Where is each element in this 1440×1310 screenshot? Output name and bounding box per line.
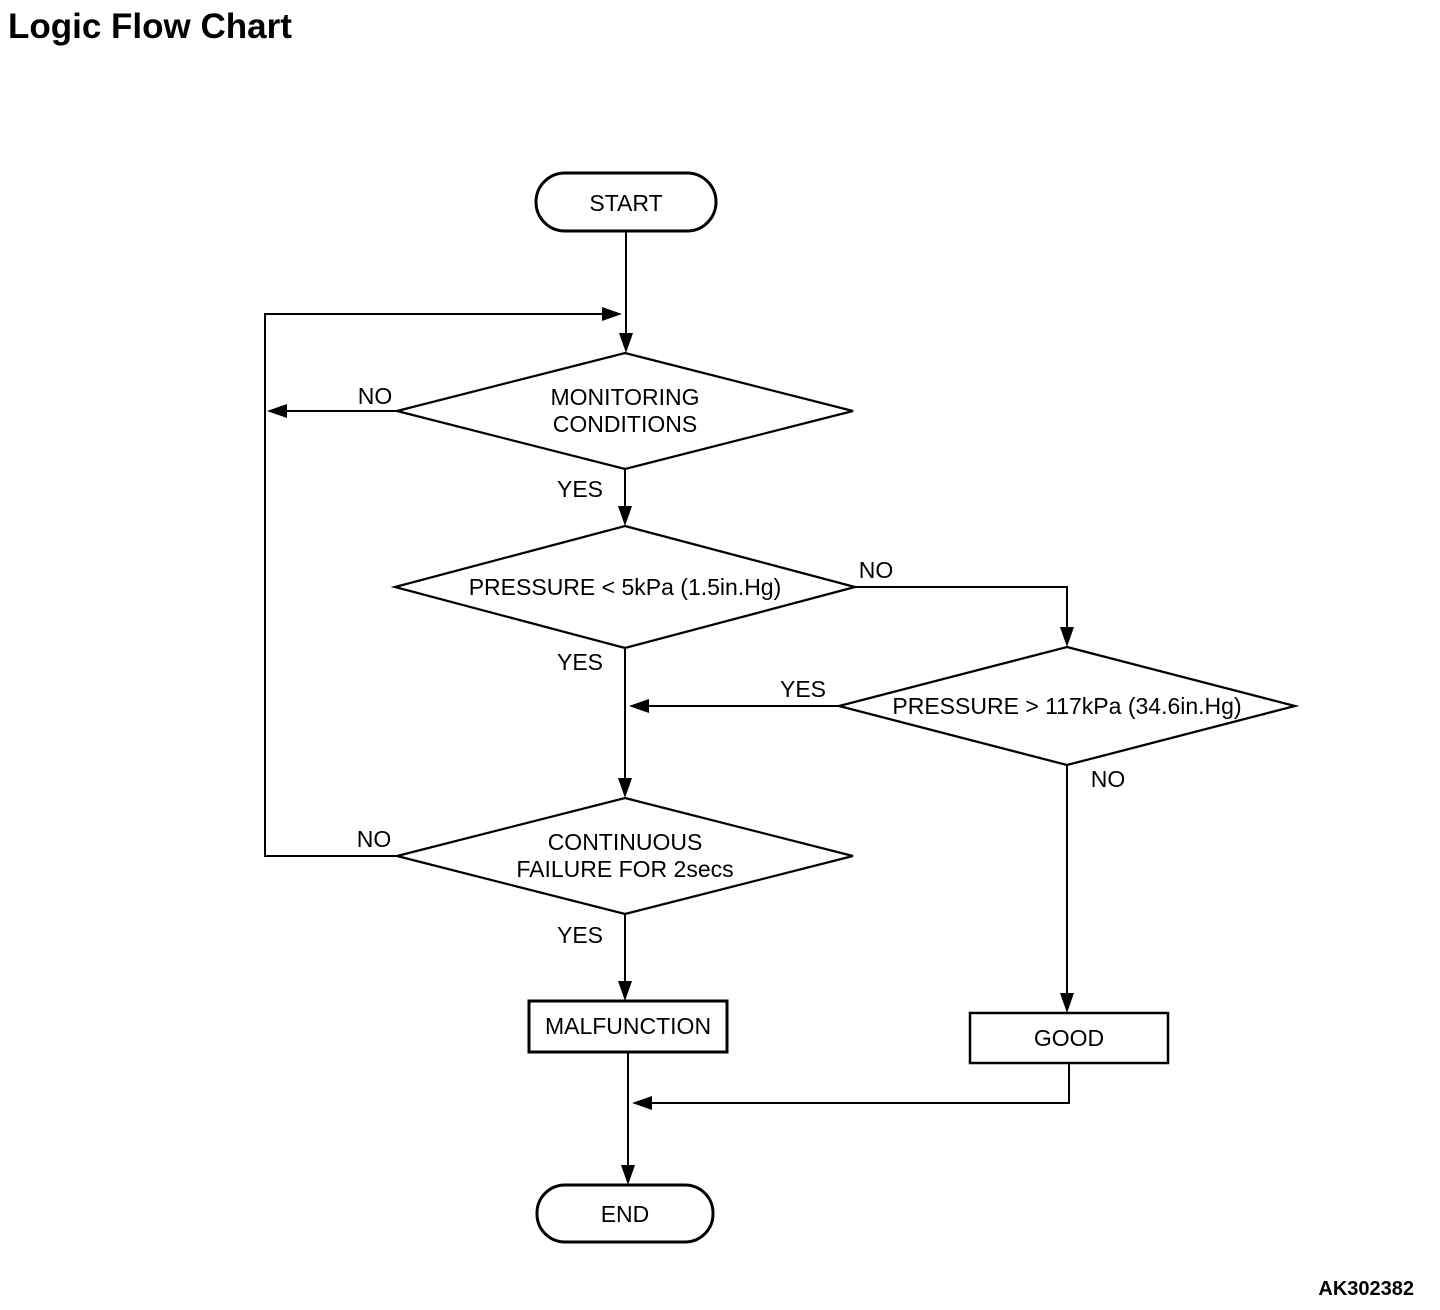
arrow-down-icon: [618, 506, 632, 526]
monitoring-label-line1: MONITORING: [550, 384, 699, 410]
pressure-low-yes-label: YES: [557, 649, 603, 675]
edge-good-merge: [632, 1063, 1070, 1110]
pressure-low-decision: PRESSURE < 5kPa (1.5in.Hg): [390, 524, 860, 650]
good-label: GOOD: [1034, 1025, 1104, 1051]
arrow-down-icon: [1060, 993, 1074, 1013]
continuous-failure-decision: CONTINUOUS FAILURE FOR 2secs: [396, 796, 854, 916]
continuous-failure-label-line2: FAILURE FOR 2secs: [516, 856, 733, 882]
arrow-left-icon: [632, 1096, 652, 1110]
start-node: START: [534, 171, 718, 233]
monitoring-label-line2: CONDITIONS: [553, 411, 697, 437]
pressure-low-no-label: NO: [859, 557, 894, 583]
continuous-no-label: NO: [357, 826, 392, 852]
monitoring-no-label: NO: [358, 383, 393, 409]
edge-monitoring-yes: [618, 469, 632, 526]
pressure-high-decision: PRESSURE > 117kPa (34.6in.Hg): [834, 645, 1300, 767]
edge-continuous-yes: [618, 914, 632, 1001]
edge-monitoring-no: [267, 404, 397, 418]
edge-malfunction-to-end: [621, 1052, 635, 1185]
malfunction-label: MALFUNCTION: [545, 1013, 711, 1039]
pressure-low-label: PRESSURE < 5kPa (1.5in.Hg): [469, 574, 782, 600]
page-title: Logic Flow Chart: [8, 7, 292, 46]
edge-start-to-monitoring: [619, 231, 633, 353]
continuous-yes-label: YES: [557, 922, 603, 948]
start-label: START: [589, 190, 662, 216]
arrow-down-icon: [621, 1165, 635, 1185]
good-node: GOOD: [968, 1011, 1170, 1065]
end-node: END: [535, 1183, 715, 1244]
edge-pressure-low-no: [855, 586, 1074, 647]
arrow-down-icon: [618, 778, 632, 798]
monitoring-conditions-decision: MONITORING CONDITIONS: [396, 351, 854, 471]
arrow-left-icon: [267, 404, 287, 418]
edge-pressure-low-yes: [618, 648, 632, 798]
edge-pressure-high-no: [1060, 765, 1074, 1013]
arrow-right-icon: [602, 307, 622, 321]
figure-code: AK302382: [1318, 1278, 1414, 1300]
edge-pressure-high-yes: [629, 699, 839, 713]
edge-feedback-loop: [264, 307, 622, 857]
monitoring-yes-label: YES: [557, 476, 603, 502]
pressure-high-yes-label: YES: [780, 676, 826, 702]
pressure-high-no-label: NO: [1091, 766, 1126, 792]
arrow-down-icon: [618, 981, 632, 1001]
arrow-down-icon: [619, 333, 633, 353]
arrow-down-icon: [1060, 627, 1074, 647]
continuous-failure-label-line1: CONTINUOUS: [548, 829, 703, 855]
arrow-left-icon: [629, 699, 649, 713]
malfunction-node: MALFUNCTION: [527, 999, 729, 1054]
end-label: END: [601, 1201, 650, 1227]
pressure-high-label: PRESSURE > 117kPa (34.6in.Hg): [892, 693, 1241, 719]
